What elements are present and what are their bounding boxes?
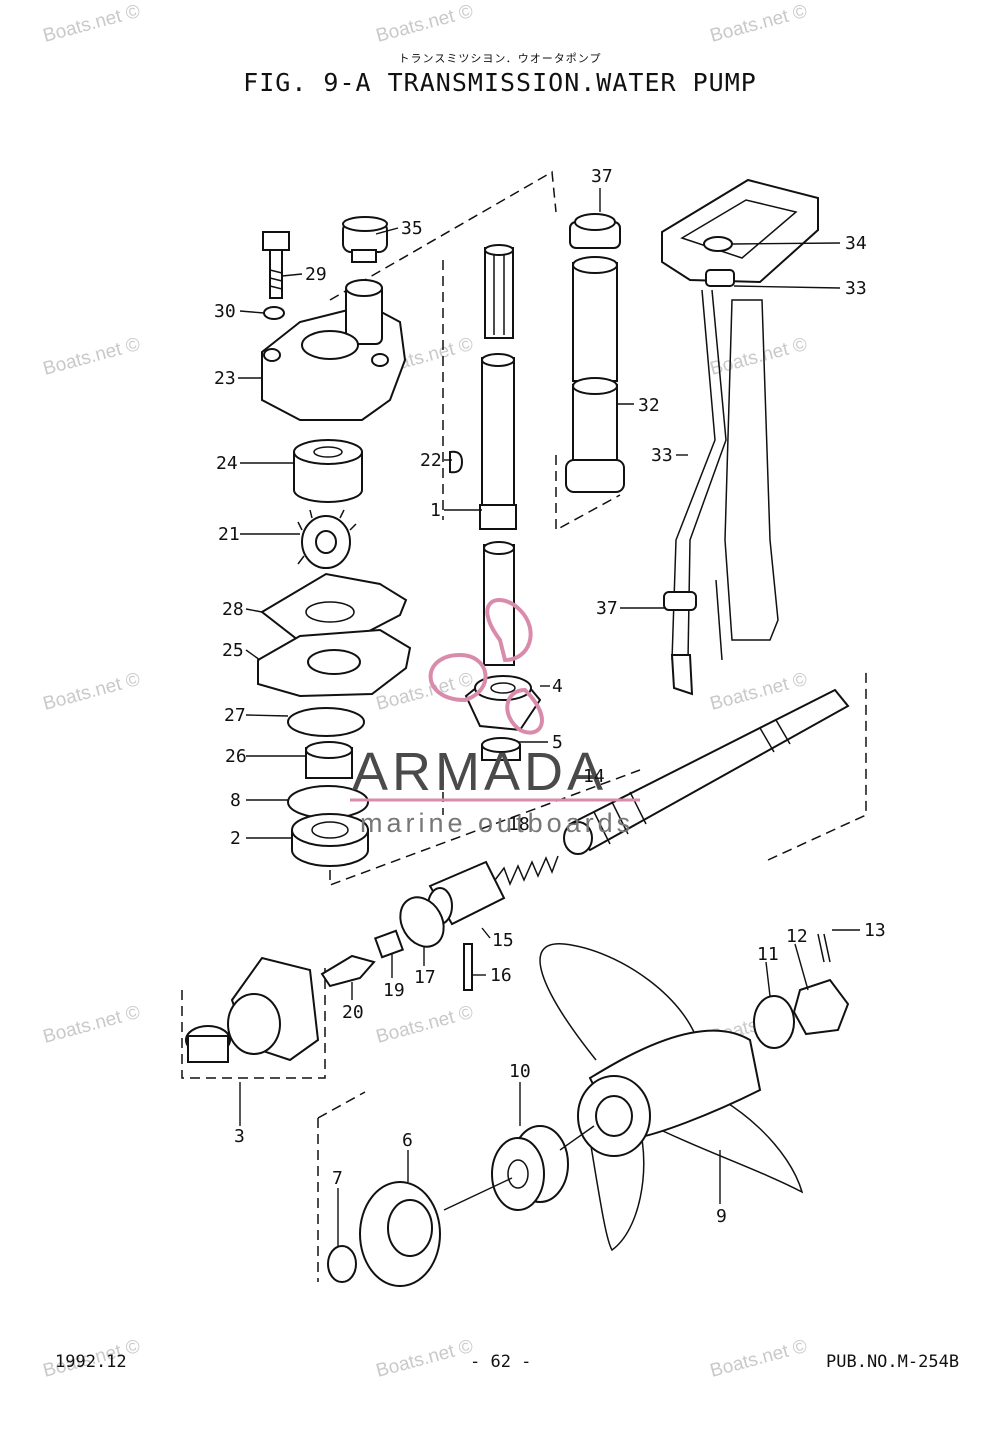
- part-7-shim: [327, 1245, 357, 1283]
- part-2-bearing: [291, 813, 369, 867]
- callout-2: 2: [230, 828, 241, 849]
- part-3-forward-gear: [185, 956, 320, 1063]
- propeller-logo-icon: [505, 687, 544, 735]
- callout-14: 14: [583, 766, 605, 787]
- callout-8: 8: [230, 790, 241, 811]
- part-21-impeller: [297, 509, 357, 569]
- callout-10: 10: [509, 1061, 531, 1082]
- callout-30: 30: [214, 301, 236, 322]
- part-28-plate: [260, 572, 408, 641]
- watermark: Boats.net ©: [41, 1, 143, 47]
- callout-27: 27: [224, 705, 246, 726]
- callout-25: 25: [222, 640, 244, 661]
- callout-labels: 37 35 34 29 33 30 23 32 24 22 33 1 21 37…: [214, 166, 886, 1227]
- part-32-water-tube: [565, 256, 625, 493]
- callout-33: 33: [845, 278, 867, 299]
- watermark: Boats.net ©: [708, 334, 810, 380]
- watermark: Boats.net ©: [374, 1002, 476, 1048]
- callout-leaders: [238, 188, 860, 1246]
- part-26-oil-seal: [305, 741, 353, 779]
- watermark: Boats.net ©: [41, 669, 143, 715]
- callout-19: 19: [383, 980, 405, 1001]
- watermark: Boats.net ©: [41, 1002, 143, 1048]
- callout-15: 15: [492, 930, 514, 951]
- callout-20: 20: [342, 1002, 364, 1023]
- watermark: Boats.net ©: [708, 1336, 810, 1382]
- part-37-grommet-top: [569, 213, 621, 249]
- propeller-logo-icon: [428, 652, 488, 703]
- watermark: Boats.net ©: [708, 669, 810, 715]
- callout-33: 33: [651, 445, 673, 466]
- callout-21: 21: [218, 524, 240, 545]
- callout-29: 29: [305, 264, 327, 285]
- footer-page-number: - 62 -: [470, 1352, 532, 1372]
- part-17-ring: [399, 896, 445, 948]
- part-29-bolt: [262, 231, 290, 299]
- part-23-pump-housing: [261, 279, 407, 421]
- armada-brand-overlay: ARMADA marine outboards: [350, 598, 640, 838]
- callout-17: 17: [414, 967, 436, 988]
- part-24-liner: [293, 439, 363, 503]
- footer-date: 1992.12: [55, 1352, 127, 1372]
- figure-title: FIG. 9-A TRANSMISSION.WATER PUMP: [243, 68, 757, 97]
- part-22-key: [449, 450, 464, 474]
- callout-32: 32: [638, 395, 660, 416]
- callout-34: 34: [845, 233, 867, 254]
- watermark: Boats.net ©: [374, 1, 476, 47]
- callout-1: 1: [430, 500, 441, 521]
- callout-18: 18: [508, 814, 530, 835]
- watermark: Boats.net ©: [708, 1, 810, 47]
- part-16-pin: [463, 943, 473, 991]
- part-5-nut: [481, 737, 521, 761]
- callout-37: 37: [596, 598, 618, 619]
- part-14-propeller-shaft: [563, 688, 850, 855]
- part-25-pump-base: [257, 628, 412, 698]
- brand-name: ARMADA: [352, 742, 607, 802]
- watermark-layer: Boats.net © Boats.net © Boats.net © Boat…: [41, 1, 810, 1382]
- housing-leg: [715, 299, 779, 661]
- footer-publication-number: PUB.NO.M-254B: [826, 1352, 960, 1372]
- callout-35: 35: [401, 218, 423, 239]
- part-30-washer: [263, 306, 285, 320]
- propeller-logo-icon: [485, 598, 533, 663]
- part-6-reverse-gear: [359, 1181, 441, 1287]
- callout-6: 6: [402, 1130, 413, 1151]
- watermark: Boats.net ©: [41, 334, 143, 380]
- title-japanese: トランスミツシヨン．ウオータポンプ: [398, 52, 602, 65]
- callout-7: 7: [332, 1168, 343, 1189]
- callout-11: 11: [757, 944, 779, 965]
- part-18-spring: [494, 855, 559, 886]
- callout-26: 26: [225, 746, 247, 767]
- part-10-spacer: [491, 1125, 569, 1211]
- callout-13: 13: [864, 920, 886, 941]
- part-37-grommet-bottom: [663, 591, 697, 696]
- callout-12: 12: [786, 926, 808, 947]
- part-27-o-ring: [287, 707, 365, 737]
- part-11-washer: [753, 995, 795, 1049]
- callout-28: 28: [222, 599, 244, 620]
- callout-22: 22: [420, 450, 442, 471]
- watermark: Boats.net ©: [374, 1336, 476, 1382]
- part-9-propeller: [539, 943, 804, 1252]
- assembly-guide-lines: [181, 170, 867, 1282]
- callout-23: 23: [214, 368, 236, 389]
- callout-9: 9: [716, 1206, 727, 1227]
- part-13-cotter-pin: [817, 933, 831, 963]
- part-35-grommet: [342, 216, 388, 263]
- callout-37: 37: [591, 166, 613, 187]
- part-4-pinion-gear: [464, 675, 542, 732]
- callout-4: 4: [552, 676, 563, 697]
- callout-24: 24: [216, 453, 238, 474]
- brand-tagline: marine outboards: [360, 808, 634, 838]
- callout-5: 5: [552, 732, 563, 753]
- callout-3: 3: [234, 1126, 245, 1147]
- part-20-plunger: [320, 954, 376, 988]
- part-19-sleeve: [373, 929, 405, 959]
- part-12-nut: [792, 978, 850, 1036]
- part-33-cap: [705, 269, 735, 287]
- part-34-cover: [661, 178, 819, 284]
- callout-16: 16: [490, 965, 512, 986]
